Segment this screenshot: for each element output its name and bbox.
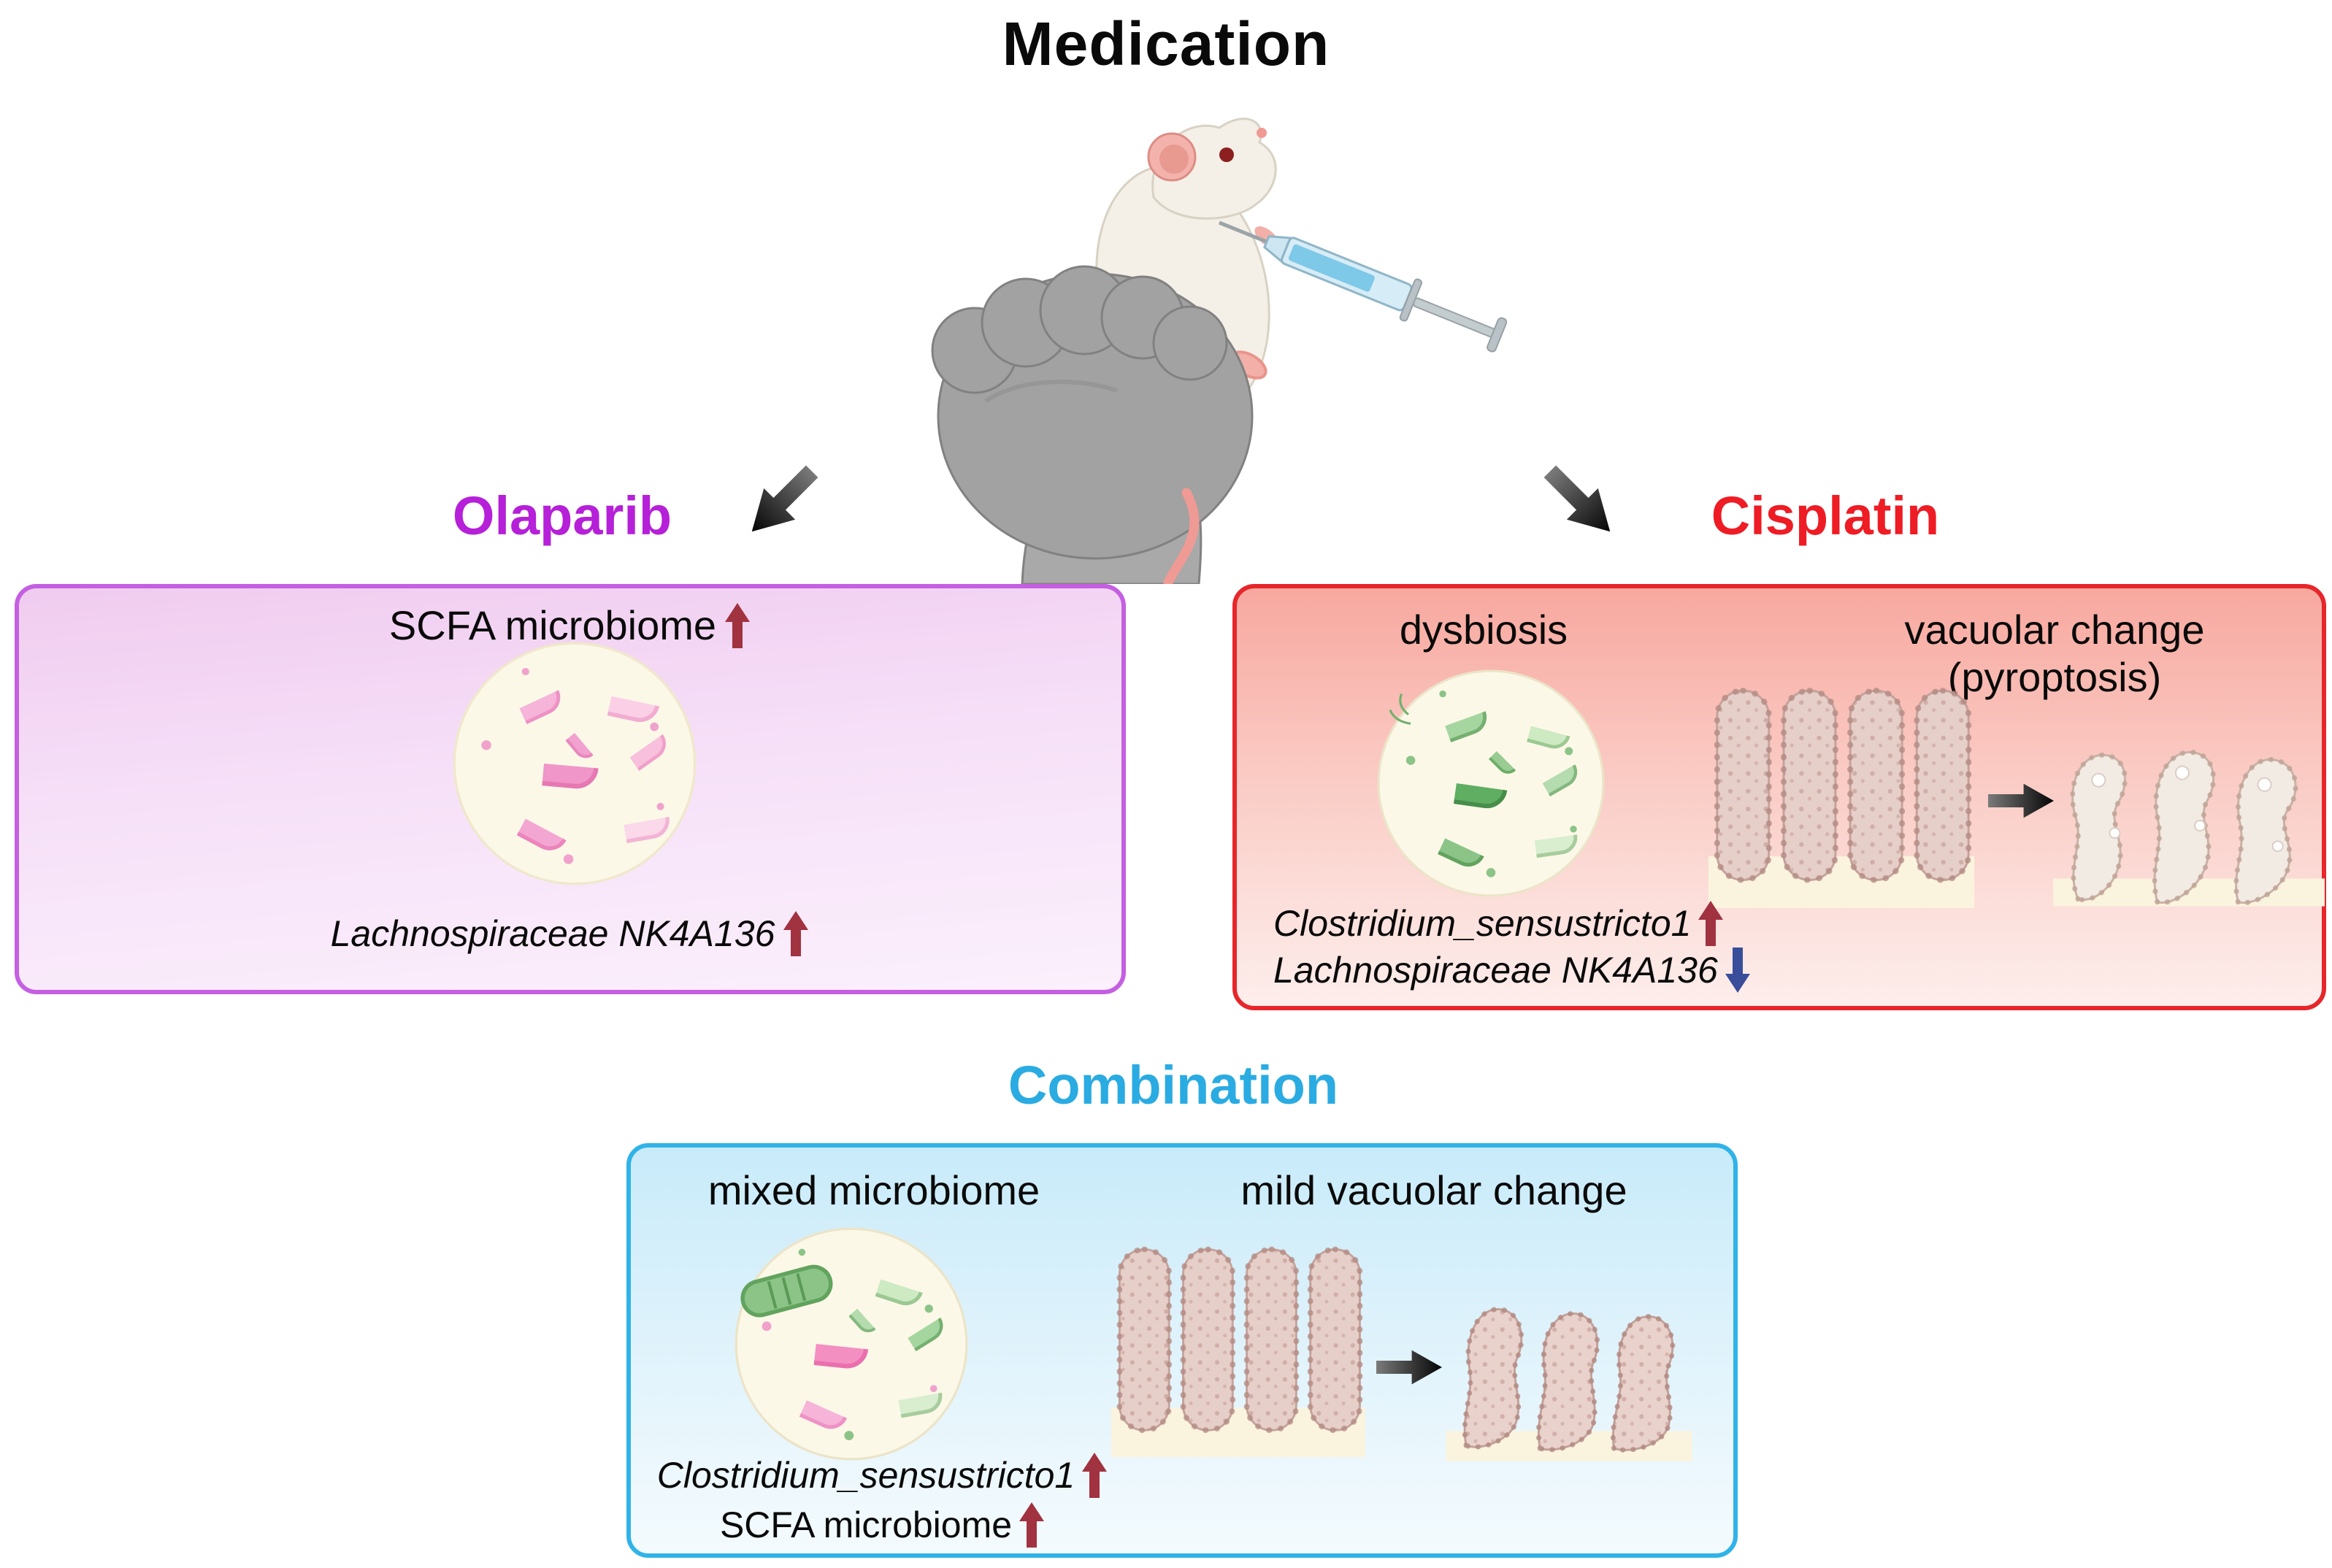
increase-arrow-icon xyxy=(1081,1453,1108,1498)
increase-arrow-icon xyxy=(1018,1502,1046,1548)
cisplatin-taxa-row: Clostridium_sensustricto1 xyxy=(1273,901,1725,946)
combination-taxa-row: SCFA microbiome xyxy=(655,1502,1111,1548)
increase-arrow-icon xyxy=(724,603,751,648)
green-microbiome-icon xyxy=(1377,669,1605,897)
combination-microbiome-heading: mixed microbiome xyxy=(707,1167,1040,1213)
combination-villi-heading: mild vacuolar change xyxy=(1240,1167,1627,1213)
cisplatin-taxa-row: Lachnospiraceae NK4A136 xyxy=(1273,948,1752,993)
pyroptotic-villi-icon xyxy=(2053,723,2325,907)
combination-box: mixed microbiome mild vacuolar change xyxy=(626,1143,1738,1558)
normal-villi-icon xyxy=(1111,1240,1366,1459)
cisplatin-box: dysbiosis vacuolar change (pyroptosis) C… xyxy=(1232,584,2326,1010)
mild-villi-icon xyxy=(1446,1273,1692,1461)
mouse-nose xyxy=(1257,128,1267,138)
mixed-microbiome-icon xyxy=(734,1227,968,1461)
cisplatin-microbiome-heading: dysbiosis xyxy=(1399,607,1568,653)
combination-taxa-row: Clostridium_sensustricto1 xyxy=(655,1453,1111,1498)
cisplatin-label: Cisplatin xyxy=(1711,485,1940,546)
normal-villi-icon xyxy=(1707,680,1976,910)
striped-bacterium xyxy=(740,1264,833,1318)
taxa-name: SCFA microbiome xyxy=(719,1504,1013,1545)
mouse-tail xyxy=(1163,488,1200,584)
right-arrow-icon xyxy=(1986,781,2056,820)
olaparib-label: Olaparib xyxy=(452,485,672,546)
syringe-icon xyxy=(1219,220,1508,353)
cisplatin-villi-heading: vacuolar change (pyroptosis) xyxy=(1904,607,2205,700)
olaparib-box: SCFA microbiome Lachnospiraceae NK4A136 xyxy=(15,584,1126,994)
right-arrow-icon xyxy=(1374,1348,1444,1387)
olaparib-heading-row: SCFA microbiome xyxy=(19,602,1121,649)
flagella xyxy=(1389,693,1411,725)
taxa-name: Lachnospiraceae NK4A136 xyxy=(1273,950,1718,991)
olaparib-heading: SCFA microbiome xyxy=(388,602,717,648)
increase-arrow-icon xyxy=(782,911,810,956)
mouse-injection-illustration xyxy=(931,118,1508,584)
combination-label: Combination xyxy=(1008,1055,1339,1115)
figure-title: Medication xyxy=(1002,9,1330,78)
olaparib-caption-row: Lachnospiraceae NK4A136 xyxy=(19,911,1121,956)
increase-arrow-icon xyxy=(1697,901,1725,946)
mouse-eye xyxy=(1219,147,1234,162)
hand-icon xyxy=(931,265,1254,584)
pink-microbiome-icon xyxy=(453,642,697,885)
taxa-name: Clostridium_sensustricto1 xyxy=(1273,903,1692,944)
olaparib-caption: Lachnospiraceae NK4A136 xyxy=(330,913,775,954)
decrease-arrow-icon xyxy=(1724,948,1752,993)
taxa-name: Clostridium_sensustricto1 xyxy=(656,1455,1075,1496)
